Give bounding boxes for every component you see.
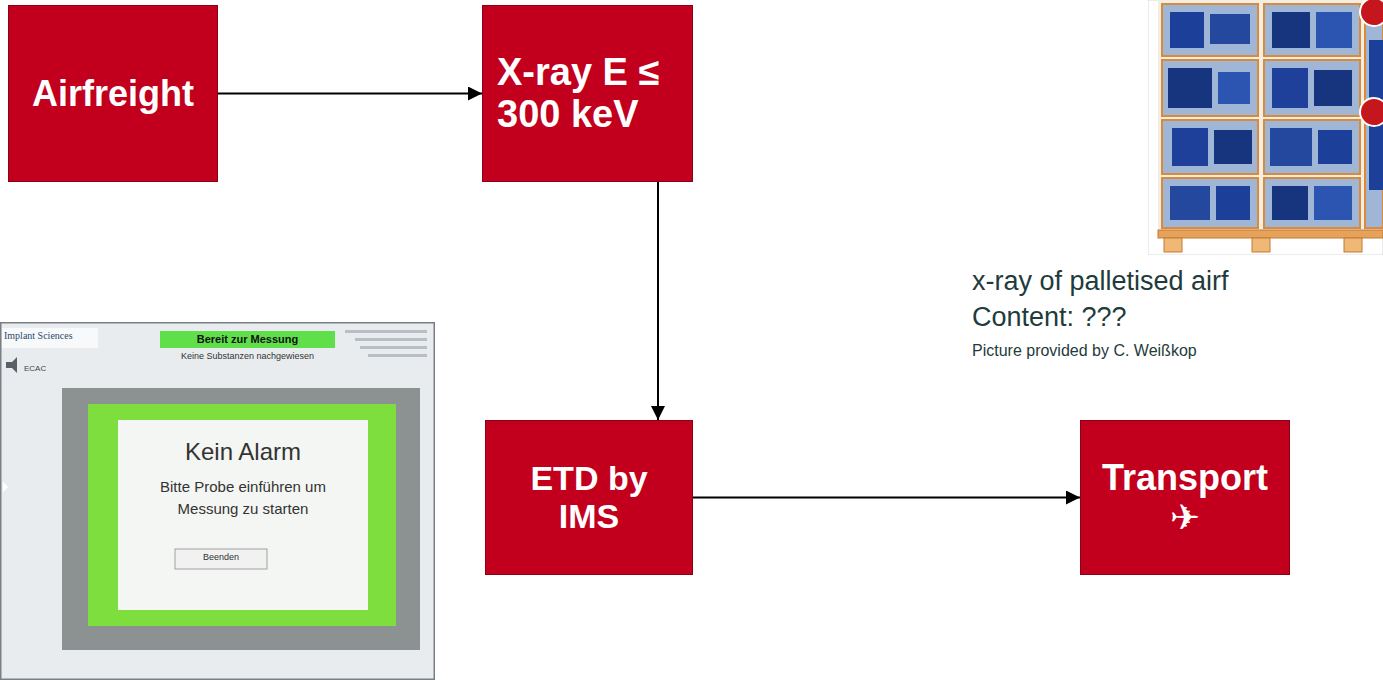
pallet-deck xyxy=(1158,230,1383,238)
speaker-icon xyxy=(6,357,17,373)
result-ok-frame xyxy=(88,404,396,626)
process-box: ETD by IMS xyxy=(485,420,693,575)
flow-arrow xyxy=(693,497,1080,499)
cargo-background xyxy=(1158,0,1383,232)
cargo-item xyxy=(1272,12,1310,48)
cargo-item xyxy=(1170,12,1204,48)
status-bar xyxy=(160,331,335,348)
picture-frame xyxy=(1148,0,1383,255)
cargo-box xyxy=(1264,120,1360,174)
cargo-item xyxy=(1314,70,1352,106)
xray-picture xyxy=(1148,0,1383,255)
box-text: X-ray E ≤ 300 keV xyxy=(497,52,678,136)
cargo-item xyxy=(1170,186,1210,220)
screen-text: Implant Sciences xyxy=(4,330,98,342)
box-text: ETD by IMS xyxy=(500,460,678,535)
screen-bezel xyxy=(0,322,435,680)
screen-text: Bereit zur Messung xyxy=(160,333,335,346)
cargo-item xyxy=(1272,68,1308,108)
cargo-item xyxy=(1172,128,1208,166)
cargo-item xyxy=(1216,186,1250,220)
cargo-item xyxy=(1218,72,1250,104)
cargo-column xyxy=(1264,4,1360,228)
cargo-box xyxy=(1162,178,1258,228)
screen-background xyxy=(0,322,435,680)
screen-text: ECAC xyxy=(24,364,64,373)
result-frame xyxy=(62,388,420,650)
cargo-item xyxy=(1214,130,1252,164)
screen-text: Kein Alarm xyxy=(118,438,368,466)
cargo-box xyxy=(1264,60,1360,116)
cargo-box xyxy=(1162,4,1258,56)
process-box: Airfreight xyxy=(8,5,218,182)
status-line xyxy=(360,346,427,349)
result-panel xyxy=(118,420,368,610)
cargo-box xyxy=(1162,60,1258,116)
cargo-box xyxy=(1264,178,1360,228)
pallet-leg xyxy=(1252,238,1270,252)
flow-arrow xyxy=(218,93,482,95)
cargo-item xyxy=(1210,14,1250,44)
screen-text: Bitte Probe einführen um Messung zu star… xyxy=(128,476,358,520)
logo-area xyxy=(2,328,98,348)
picture-caption: Content: ??? xyxy=(972,302,1372,333)
side-arrow xyxy=(3,482,8,492)
alarm-marker xyxy=(1360,0,1383,26)
cargo-column xyxy=(1162,4,1258,228)
process-box: Transport ✈ xyxy=(1080,420,1290,575)
box-text: Airfreight xyxy=(23,74,203,114)
screen-text: Beenden xyxy=(175,552,267,562)
cargo-item xyxy=(1316,12,1352,48)
status-line xyxy=(355,338,427,341)
cargo-item xyxy=(1318,130,1352,164)
stop-button xyxy=(175,549,267,569)
picture-caption: x-ray of palletised airf xyxy=(972,266,1372,297)
status-line xyxy=(345,330,427,333)
process-box: X-ray E ≤ 300 keV xyxy=(482,5,693,182)
cargo-item xyxy=(1168,68,1212,108)
cargo-item xyxy=(1270,128,1312,166)
cargo-item xyxy=(1314,186,1352,220)
status-line xyxy=(368,354,427,357)
cargo-box xyxy=(1162,120,1258,174)
flow-arrow xyxy=(657,182,659,420)
pallet-leg xyxy=(1344,238,1362,252)
screen-text: Keine Substanzen nachgewiesen xyxy=(150,351,345,361)
box-text: Transport ✈ xyxy=(1095,458,1275,537)
cargo-box xyxy=(1264,4,1360,56)
pallet-leg xyxy=(1164,238,1182,252)
cargo-item xyxy=(1272,186,1308,220)
alarm-marker xyxy=(1360,98,1383,126)
picture-caption: Picture provided by C. Weißkop xyxy=(972,342,1372,360)
pallet xyxy=(1158,230,1383,252)
